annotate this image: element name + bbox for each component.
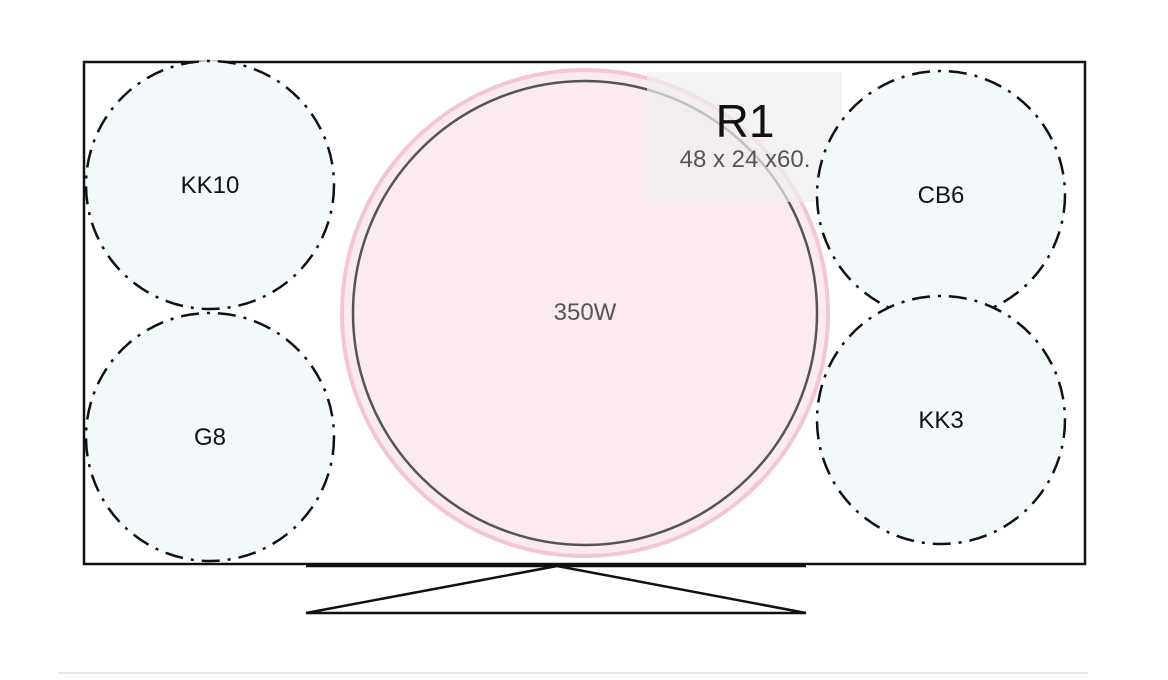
- center-burner-ring: [351, 79, 819, 547]
- r1-title: R1: [716, 95, 775, 147]
- kk3-burner: [815, 294, 1067, 546]
- cb6-label: CB6: [918, 182, 965, 209]
- r1-dimensions: 48 x 24 x60.: [680, 146, 811, 173]
- kk10-label: KK10: [181, 172, 240, 199]
- stand-base: [305, 564, 807, 615]
- kk3-label: KK3: [918, 407, 963, 434]
- r1-box: [647, 72, 842, 202]
- g8-burner: [84, 311, 336, 563]
- g8-label: G8: [194, 424, 226, 451]
- center-burner-label: 350W: [554, 299, 617, 326]
- kk10-burner: [84, 59, 336, 311]
